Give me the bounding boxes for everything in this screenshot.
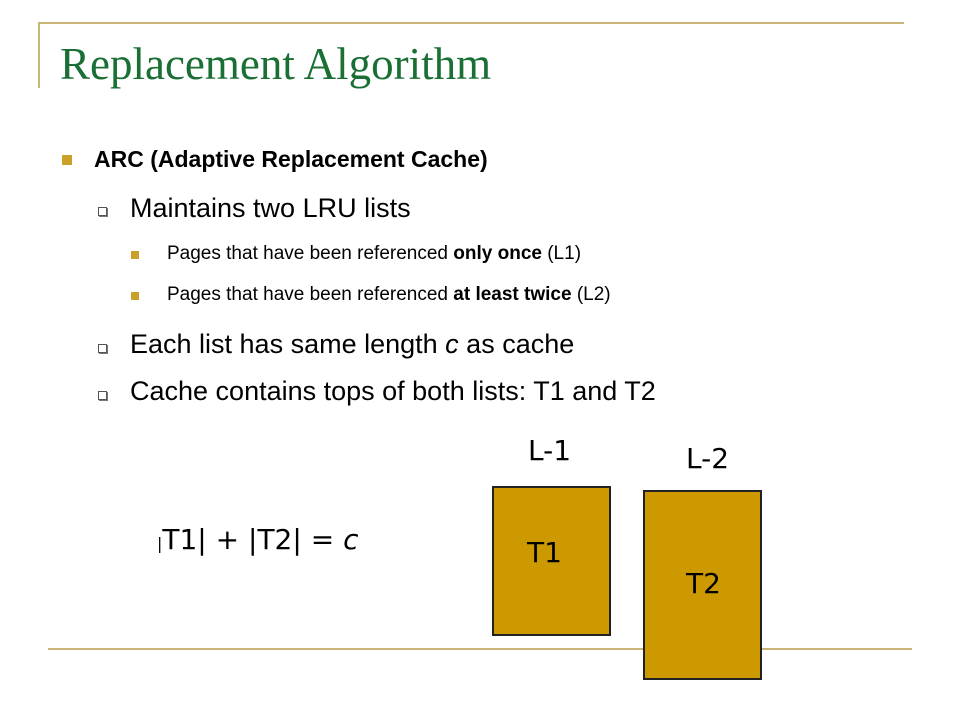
t1-box bbox=[492, 486, 611, 636]
formula: |T1| + |T2| = c bbox=[157, 523, 359, 556]
hollow-square-bullet-icon bbox=[98, 207, 107, 216]
frame-bottom-line bbox=[48, 648, 912, 650]
bullet-square-icon bbox=[131, 292, 139, 300]
t2-box-label: T2 bbox=[686, 567, 721, 600]
list2-label: L-2 bbox=[686, 442, 730, 475]
sub-sub-bullet-once: Pages that have been referenced only onc… bbox=[167, 243, 582, 264]
list1-label: L-1 bbox=[528, 434, 572, 467]
frame-top-line bbox=[38, 22, 904, 24]
bullet-square-icon bbox=[131, 251, 139, 259]
sub-bullet-cache-tops: Cache contains tops of both lists: T1 an… bbox=[130, 376, 656, 406]
hollow-square-bullet-icon bbox=[98, 344, 107, 353]
hollow-square-bullet-icon bbox=[98, 391, 107, 400]
sub-sub-bullet-twice: Pages that have been referenced at least… bbox=[167, 284, 611, 305]
t2-box bbox=[643, 490, 762, 680]
frame-left-line bbox=[38, 22, 40, 88]
bullet-arc: ARC (Adaptive Replacement Cache) bbox=[94, 146, 488, 172]
sub-bullet-length: Each list has same length c as cache bbox=[130, 329, 575, 359]
slide-title: Replacement Algorithm bbox=[60, 39, 492, 89]
bullet-square-icon bbox=[62, 155, 72, 165]
t1-box-label: T1 bbox=[527, 536, 562, 569]
sub-bullet-maintains: Maintains two LRU lists bbox=[130, 193, 411, 223]
